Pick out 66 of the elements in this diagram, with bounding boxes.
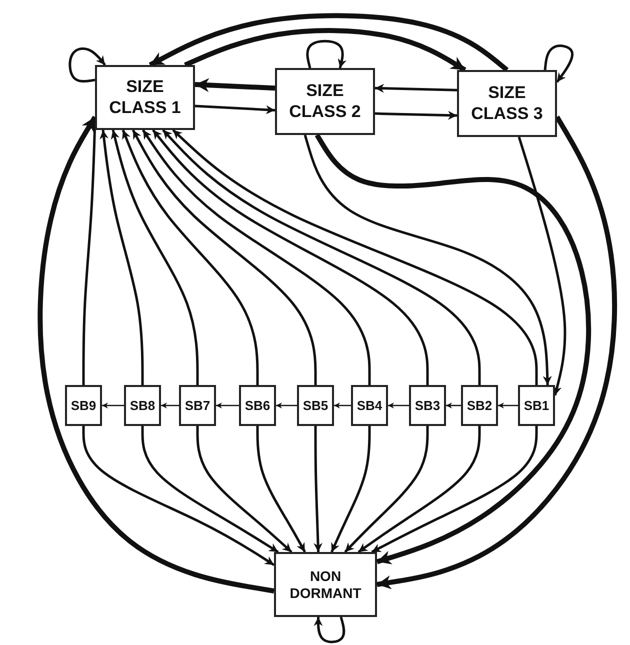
- loop-arrow: [544, 44, 574, 83]
- state-label: SB8: [130, 398, 156, 414]
- state-box: [351, 385, 388, 426]
- state-label: SB6: [244, 398, 270, 414]
- arrow: [141, 426, 279, 554]
- arrow: [376, 116, 617, 590]
- arrow: [276, 402, 297, 408]
- loop-arrow: [314, 616, 346, 644]
- arrow: [194, 78, 276, 92]
- state-box: [518, 385, 555, 426]
- state-box: [274, 552, 377, 617]
- state-box: [275, 68, 375, 135]
- arrow: [330, 426, 371, 552]
- state-label: SB9: [70, 398, 96, 414]
- arrow: [172, 129, 538, 385]
- loop-arrow: [68, 47, 106, 83]
- arrow: [132, 129, 317, 385]
- arrow: [446, 402, 461, 408]
- arrow: [194, 104, 276, 114]
- state-box: [124, 385, 161, 426]
- arrow: [314, 426, 322, 552]
- state-box: [65, 385, 102, 426]
- arrow: [148, 13, 509, 72]
- arrow: [216, 402, 239, 408]
- arrow: [334, 402, 351, 408]
- arrow: [358, 426, 481, 554]
- state-label: SIZE CLASS 1: [108, 77, 182, 118]
- arrow: [102, 402, 124, 408]
- loop-arrow: [306, 40, 347, 68]
- arrow: [256, 426, 306, 553]
- arrow: [82, 426, 275, 566]
- arrow: [38, 116, 274, 594]
- state-box: [409, 385, 446, 426]
- state-box: [239, 385, 276, 426]
- state-label: SIZE CLASS 3: [470, 83, 544, 124]
- state-label: SB5: [302, 398, 328, 414]
- state-box: [461, 385, 498, 426]
- arrow: [388, 402, 409, 408]
- arrow: [161, 402, 179, 408]
- arrow: [110, 130, 199, 385]
- arrow: [196, 426, 292, 553]
- arrow: [100, 130, 144, 385]
- state-box: [179, 385, 216, 426]
- state-label: SB1: [524, 398, 550, 414]
- state-box: [95, 65, 195, 130]
- state-label: SB7: [184, 398, 210, 414]
- state-label: SB4: [356, 398, 382, 414]
- arrow: [314, 134, 592, 564]
- state-box: [297, 385, 334, 426]
- arrow: [498, 402, 518, 408]
- state-box: [457, 70, 557, 137]
- arrow: [518, 136, 566, 396]
- arrow: [122, 130, 259, 385]
- arrow: [304, 134, 552, 386]
- arrow: [374, 84, 458, 93]
- state-label: NON DORMANT: [288, 568, 362, 602]
- arrow: [184, 28, 466, 72]
- arrow: [371, 426, 538, 554]
- state-label: SIZE CLASS 2: [288, 81, 362, 122]
- arrow: [344, 426, 429, 553]
- arrow: [142, 129, 371, 385]
- arrow: [152, 129, 429, 385]
- state-label: SB2: [466, 398, 492, 414]
- arrow: [162, 129, 481, 385]
- arrow: [374, 110, 458, 120]
- state-label: SB3: [414, 398, 440, 414]
